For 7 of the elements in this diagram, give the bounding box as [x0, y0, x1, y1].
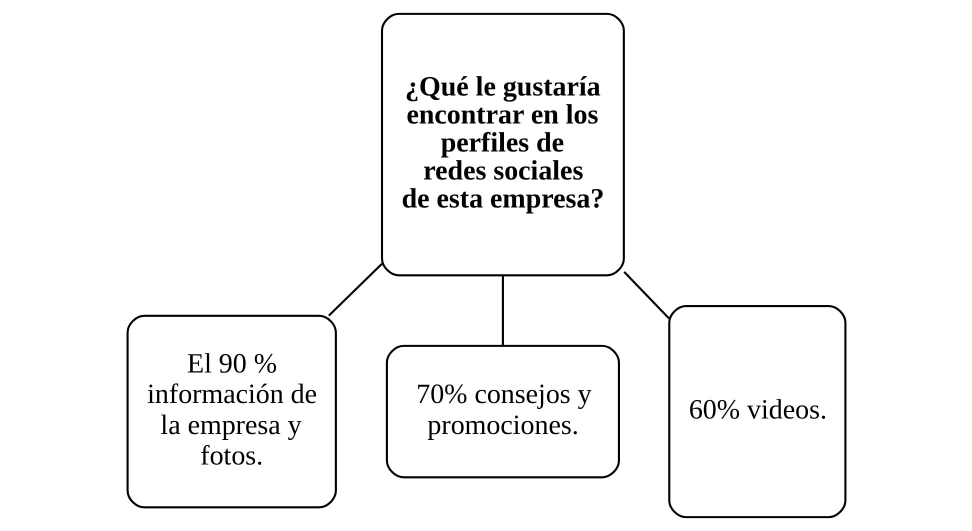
- connector: [622, 271, 670, 320]
- node-box: 70% consejos y promociones.: [385, 344, 620, 478]
- connector: [328, 263, 382, 316]
- connector: [501, 275, 504, 346]
- node-box: 60% videos.: [668, 305, 846, 518]
- node-box: ¿Qué le gustaría encontrar en los perfiles de redes sociales de esta empresa?: [380, 12, 624, 276]
- node-box: El 90 % información de la empresa y fotos.: [126, 314, 336, 508]
